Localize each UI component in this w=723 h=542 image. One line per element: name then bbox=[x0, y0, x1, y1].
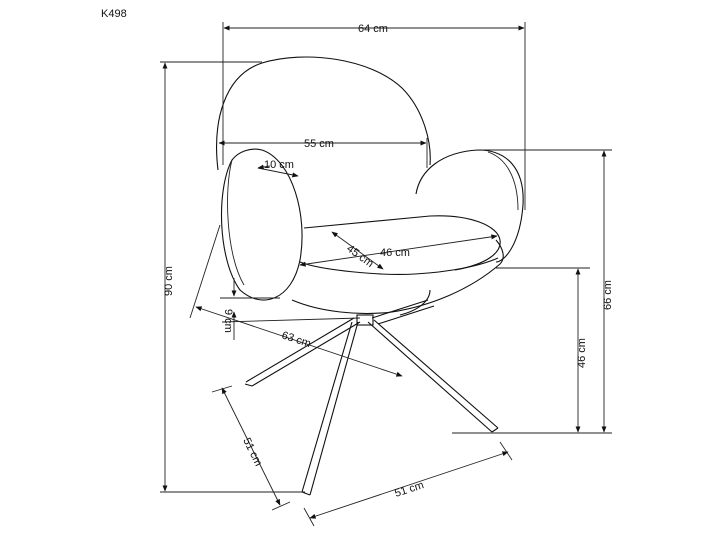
chair-right-armrest bbox=[415, 149, 524, 263]
shell-crease bbox=[399, 289, 431, 316]
foot bbox=[301, 491, 311, 496]
foot bbox=[491, 427, 499, 433]
label-backrest-width: 55 cm bbox=[304, 138, 334, 150]
chair-outline bbox=[216, 56, 524, 496]
chair-backrest bbox=[216, 56, 431, 171]
leg-back-left-edge bbox=[245, 317, 355, 383]
dimension-lines bbox=[162, 25, 607, 527]
dim-line-total-depth bbox=[195, 306, 403, 377]
label-base-depth: 51 cm bbox=[240, 436, 264, 468]
label-seat-depth: 45 cm bbox=[344, 243, 375, 270]
armrest-edge-line bbox=[487, 151, 519, 211]
chair-left-armrest bbox=[220, 148, 303, 301]
product-code: K498 bbox=[101, 8, 127, 20]
dimension-labels: 64 cm 55 cm 10 cm 46 cm 45 cm 90 cm 9 cm… bbox=[163, 23, 614, 500]
label-seat-thickness: 9 cm bbox=[222, 309, 234, 333]
leg-front-left-edge bbox=[301, 321, 353, 493]
label-armrest-width: 10 cm bbox=[264, 159, 294, 171]
leg-front-right bbox=[367, 321, 493, 433]
label-total-height: 90 cm bbox=[163, 266, 175, 296]
swivel-hub bbox=[356, 314, 374, 326]
dim-line-seat-depth bbox=[331, 231, 384, 270]
dim-line-armrest-width bbox=[257, 167, 299, 178]
dim-line-base-width bbox=[309, 451, 509, 519]
label-seat-height: 46 cm bbox=[576, 338, 588, 368]
leg-front-right-edge bbox=[373, 319, 499, 429]
armrest-edge-line bbox=[227, 159, 245, 286]
leg-back-right-edge bbox=[377, 305, 435, 325]
chair-seat bbox=[303, 215, 501, 271]
label-seat-width: 46 cm bbox=[380, 247, 410, 259]
dim-line-base-depth bbox=[221, 387, 281, 506]
label-total-width: 64 cm bbox=[358, 23, 388, 35]
label-base-width: 51 cm bbox=[393, 479, 425, 500]
leg-back-right bbox=[371, 299, 429, 319]
label-armrest-height: 66 cm bbox=[602, 280, 614, 310]
label-total-depth: 63 cm bbox=[280, 329, 312, 350]
foot bbox=[244, 383, 253, 387]
